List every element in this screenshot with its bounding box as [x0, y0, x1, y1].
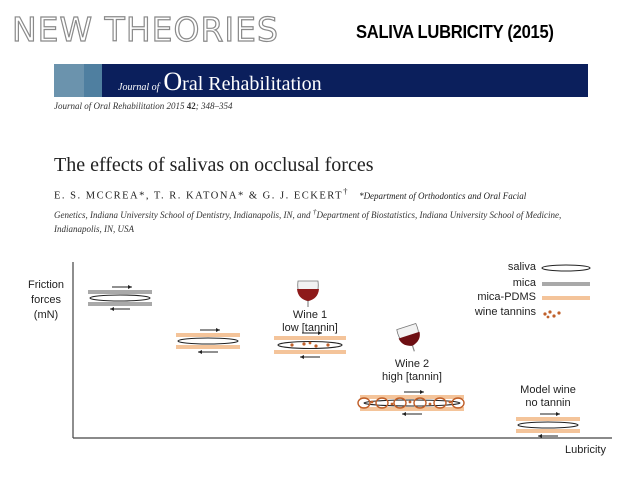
affiliation-line-4: Indianapolis, IN, USA — [54, 224, 134, 234]
y-axis-label-line-2: forces — [31, 294, 61, 306]
banner-stripe — [84, 64, 102, 97]
citation-prefix: Journal of Oral Rehabilitation 2015 — [54, 101, 187, 111]
stage-model-wine — [516, 412, 580, 438]
affiliation-dagger: † — [312, 207, 317, 216]
stage-wine2 — [357, 390, 465, 416]
slide-title: NEW THEORIES — [11, 9, 279, 49]
affiliation: Genetics, Indiana University School of D… — [54, 205, 594, 236]
affiliation-line-3: Department of Biostatistics, Indiana Uni… — [316, 210, 562, 220]
wine2-label-line-2: high [tannin] — [382, 371, 442, 383]
banner-stripe — [54, 64, 84, 97]
y-axis-label-line-1: Friction — [27, 279, 65, 291]
affiliation-line-1: *Department of Orthodontics and Oral Fac… — [359, 190, 527, 201]
legend-label-saliva: saliva — [507, 261, 536, 273]
wine1-label-line-1: Wine 1 — [292, 309, 328, 321]
y-axis-label-line-3: (mN) — [33, 309, 59, 321]
citation-pages: ; 348–354 — [195, 101, 233, 111]
wine-glass-icon — [396, 323, 420, 352]
citation-volume: 42 — [186, 101, 196, 111]
paper-title: The effects of salivas on occlusal force… — [54, 154, 374, 176]
x-axis-label: Lubricity — [565, 444, 606, 456]
legend-swatch-tannins — [543, 310, 561, 319]
wine1-label-line-2: low [tannin] — [282, 322, 338, 334]
legend-label-mica-pdms: mica-PDMS — [477, 291, 536, 303]
journal-initial: O — [163, 67, 183, 96]
wine-glass-icon — [297, 280, 319, 307]
wine2-label: Wine 2 high [tannin] — [372, 358, 452, 384]
citation: Journal of Oral Rehabilitation 2015 42; … — [54, 101, 233, 111]
authors-dagger: † — [343, 186, 349, 196]
y-axis-label: Friction forces (mN) — [24, 278, 68, 323]
legend-label-mica: mica — [512, 277, 536, 289]
stage-saliva-mica — [88, 285, 152, 311]
authors: E. S. MCCREA*, T. R. KATONA* & G. J. ECK… — [54, 186, 526, 202]
journal-name-rest: ral Rehabilitation — [182, 73, 322, 95]
legend-label-tannins: wine tannins — [474, 306, 536, 318]
model-wine-label-line-1: Model wine — [520, 384, 576, 396]
model-wine-label: Model wine no tannin — [506, 384, 590, 410]
wine1-label: Wine 1 low [tannin] — [270, 309, 350, 335]
model-wine-label-line-2: no tannin — [525, 397, 571, 409]
affiliation-line-2: Genetics, Indiana University School of D… — [54, 210, 313, 220]
authors-names: E. S. MCCREA*, T. R. KATONA* & G. J. ECK… — [54, 190, 344, 202]
legend-swatch-saliva — [541, 264, 591, 272]
slide-subtitle: SALIVA LUBRICITY (2015) — [356, 22, 554, 42]
stage-saliva-pdms — [176, 328, 240, 354]
journal-banner — [54, 64, 588, 97]
stage-wine1 — [274, 331, 346, 359]
journal-prefix: Journal of — [118, 82, 160, 93]
wine2-label-line-1: Wine 2 — [394, 358, 430, 370]
journal-name: Journal of Oral Rehabilitation — [118, 67, 322, 97]
